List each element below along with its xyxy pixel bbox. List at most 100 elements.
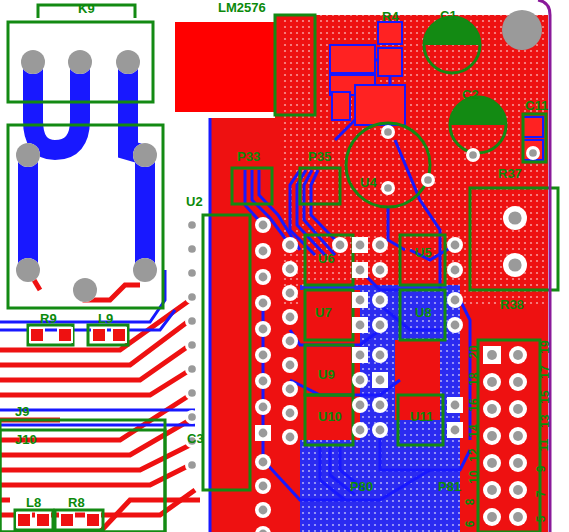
pad bbox=[282, 405, 298, 421]
pad bbox=[133, 258, 157, 282]
pin-number: 8 bbox=[463, 499, 477, 506]
pad bbox=[483, 427, 501, 445]
pad bbox=[332, 237, 348, 253]
pin-number: 6 bbox=[463, 521, 477, 528]
pad bbox=[503, 253, 527, 277]
pin-number: 13 bbox=[538, 414, 552, 427]
drill-hole bbox=[188, 317, 196, 325]
part-label: U10 bbox=[318, 410, 342, 424]
drill-hole bbox=[133, 258, 157, 282]
drill-hole bbox=[376, 426, 385, 435]
pad bbox=[185, 242, 199, 256]
pad bbox=[372, 347, 388, 363]
drill-hole bbox=[259, 530, 268, 532]
pad bbox=[447, 422, 463, 438]
part-label: C1 bbox=[440, 9, 457, 23]
part-label: P80 bbox=[350, 480, 373, 494]
part-label: J10 bbox=[15, 433, 37, 447]
pin-number: 14 bbox=[467, 424, 481, 437]
bottom-pour bbox=[395, 340, 440, 420]
pad bbox=[372, 262, 388, 278]
drill-hole bbox=[68, 50, 92, 74]
pad bbox=[255, 269, 271, 285]
drill-hole bbox=[259, 299, 268, 308]
pad bbox=[73, 278, 97, 302]
pad bbox=[483, 481, 501, 499]
through-hole-pads bbox=[16, 50, 540, 532]
pad bbox=[503, 206, 527, 230]
pad bbox=[282, 261, 298, 277]
pad bbox=[466, 148, 480, 162]
part-label: R8 bbox=[68, 496, 85, 510]
pad bbox=[483, 454, 501, 472]
drill-hole bbox=[286, 433, 295, 442]
pin-number: 10 bbox=[467, 470, 481, 483]
drill-hole bbox=[513, 350, 523, 360]
drill-hole bbox=[376, 321, 385, 330]
drill-hole bbox=[356, 296, 365, 305]
pad bbox=[21, 50, 45, 74]
pad bbox=[372, 292, 388, 308]
drill-hole bbox=[513, 431, 523, 441]
pin-number: 18 bbox=[467, 372, 481, 385]
drill-hole bbox=[259, 221, 268, 230]
pin-number: 9 bbox=[534, 466, 548, 473]
part-label: C3 bbox=[187, 432, 204, 446]
pad bbox=[185, 386, 199, 400]
pad bbox=[352, 347, 368, 363]
drill-hole bbox=[487, 404, 497, 414]
part-label: U11 bbox=[410, 410, 433, 424]
pad bbox=[509, 508, 527, 526]
part-label: U9 bbox=[318, 368, 335, 382]
drill-hole bbox=[21, 50, 45, 74]
drill-hole bbox=[376, 376, 385, 385]
part-label: R37 bbox=[498, 167, 522, 181]
capacitor-symbol bbox=[424, 17, 506, 153]
pad bbox=[421, 173, 435, 187]
pad bbox=[282, 333, 298, 349]
pad bbox=[185, 218, 199, 232]
part-label: P81 bbox=[438, 480, 461, 494]
drill-hole bbox=[133, 143, 157, 167]
drill-hole bbox=[116, 50, 140, 74]
part-label: U5 bbox=[415, 246, 432, 260]
part-label: C2 bbox=[462, 88, 479, 102]
pad bbox=[483, 346, 501, 364]
pad bbox=[282, 381, 298, 397]
drill-hole bbox=[487, 458, 497, 468]
drill-hole bbox=[451, 266, 460, 275]
drill-hole bbox=[356, 321, 365, 330]
smd-pads bbox=[17, 328, 126, 527]
drill-hole bbox=[513, 512, 523, 522]
pad bbox=[509, 346, 527, 364]
part-label: R9 bbox=[40, 312, 57, 326]
pad bbox=[16, 258, 40, 282]
pin-number: 19 bbox=[538, 340, 552, 353]
drill-hole bbox=[529, 149, 537, 157]
pad bbox=[282, 309, 298, 325]
pin-number: 15 bbox=[538, 390, 552, 403]
pad bbox=[352, 262, 368, 278]
pad bbox=[255, 526, 271, 532]
dotted-pour bbox=[280, 15, 548, 305]
bottom-pour bbox=[300, 285, 460, 532]
pad bbox=[352, 372, 368, 388]
pad bbox=[255, 243, 271, 259]
pad bbox=[185, 338, 199, 352]
drill-hole bbox=[286, 337, 295, 346]
pad bbox=[372, 317, 388, 333]
drill-hole bbox=[286, 289, 295, 298]
part-label: K9 bbox=[78, 2, 95, 16]
drill-hole bbox=[16, 258, 40, 282]
drill-hole bbox=[356, 426, 365, 435]
drill-hole bbox=[356, 351, 365, 360]
pad bbox=[372, 372, 388, 388]
pad bbox=[116, 50, 140, 74]
pad bbox=[185, 266, 199, 280]
drill-hole bbox=[188, 221, 196, 229]
pad bbox=[133, 143, 157, 167]
drill-hole bbox=[376, 296, 385, 305]
part-label: L8 bbox=[26, 496, 41, 510]
pad bbox=[68, 50, 92, 74]
